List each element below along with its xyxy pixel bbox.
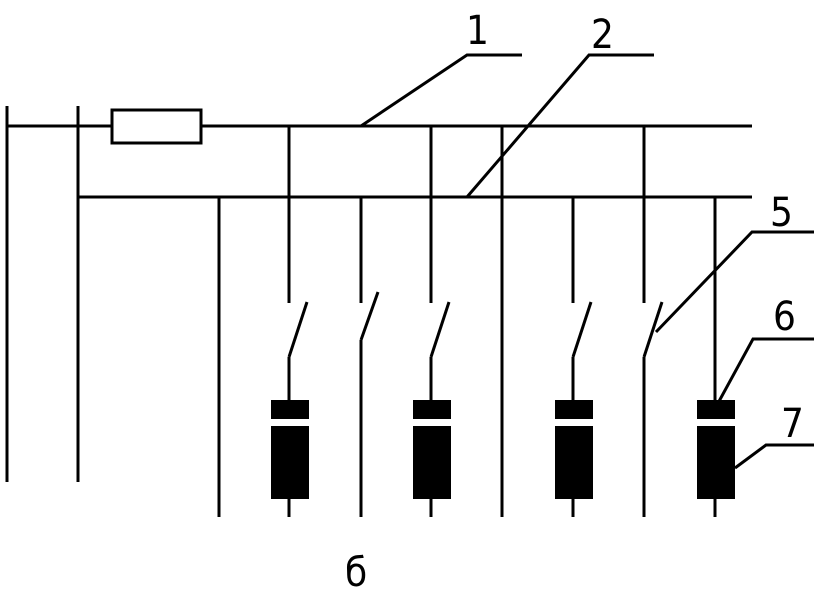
capacitor-body-f: [555, 426, 593, 499]
label-1: 1: [466, 8, 489, 54]
figure-caption: б: [345, 550, 367, 596]
label-5: 5: [770, 190, 793, 236]
fuse-element: [110, 108, 203, 145]
leader-6: [715, 337, 814, 406]
feeder-g: [642, 126, 664, 517]
switch-g: [642, 301, 664, 358]
capacitor-body-h: [697, 426, 735, 499]
label-6: 6: [773, 294, 796, 340]
capacitor-body-b: [271, 426, 309, 499]
capacitor-body-d: [413, 426, 451, 499]
capacitor-cap-b: [271, 400, 309, 419]
label-2: 2: [591, 12, 614, 58]
switch-b: [287, 301, 309, 358]
switch-c: [359, 291, 380, 341]
leader-7: [734, 443, 814, 470]
switch-f: [571, 301, 593, 358]
feeder-b: [271, 126, 309, 517]
capacitor-cap-d: [413, 400, 451, 419]
leader-2: [465, 53, 654, 198]
switch-d: [429, 301, 451, 358]
leader-1: [360, 53, 522, 128]
feeder-c: [359, 197, 380, 517]
label-7: 7: [781, 401, 804, 447]
leader-5: [654, 230, 814, 334]
capacitor-cap-h: [697, 400, 735, 419]
feeder-f: [555, 197, 593, 517]
feeder-d: [413, 126, 451, 517]
capacitor-cap-f: [555, 400, 593, 419]
feeder-h: [697, 197, 735, 517]
